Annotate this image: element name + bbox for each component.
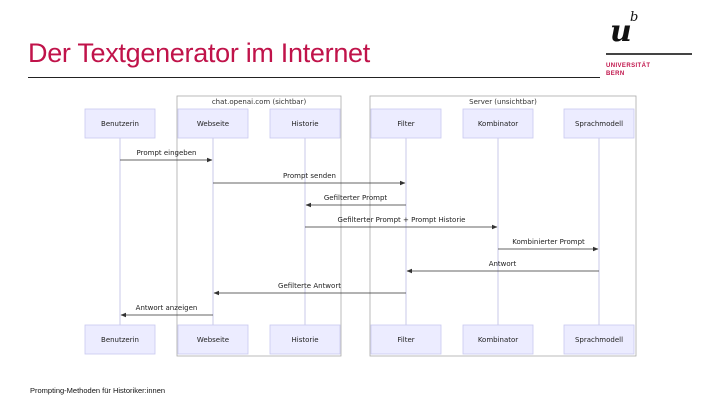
group-box xyxy=(369,95,637,357)
message-label: Prompt eingeben xyxy=(137,149,197,157)
message-label: Antwort anzeigen xyxy=(136,304,198,312)
participant-label: Historie xyxy=(291,336,318,344)
message-label: Prompt senden xyxy=(283,172,336,180)
participant-label: Kombinator xyxy=(478,336,518,344)
participant-label: Benutzerin xyxy=(101,336,139,344)
participant-box-bottom xyxy=(84,324,156,355)
participant-label: Historie xyxy=(291,120,318,128)
participant-box-top xyxy=(370,108,442,139)
message-label: Gefilterter Prompt + Prompt Historie xyxy=(338,216,466,224)
participant-label: Filter xyxy=(397,336,414,344)
participant-box-bottom xyxy=(563,324,635,355)
participant-box-top xyxy=(177,108,249,139)
participant-label: Benutzerin xyxy=(101,120,139,128)
participant-box-top xyxy=(462,108,534,139)
participant-label: Filter xyxy=(397,120,414,128)
group-box xyxy=(176,95,342,357)
participant-box-bottom xyxy=(177,324,249,355)
participant-box-top xyxy=(84,108,156,139)
title-divider xyxy=(28,77,600,78)
logo-text-line2: BERN xyxy=(606,71,625,77)
participant-label: Sprachmodell xyxy=(575,120,623,128)
participant-label: Sprachmodell xyxy=(575,336,623,344)
logo-mark: u xyxy=(610,14,632,49)
message-label: Kombinierter Prompt xyxy=(512,238,585,246)
message-label: Gefilterte Antwort xyxy=(278,282,341,290)
participant-box-top xyxy=(269,108,341,139)
message-label: Antwort xyxy=(489,260,517,268)
slide-footer: Prompting-Methoden für Historiker:innen xyxy=(30,386,166,395)
group-label: Server (unsichtbar) xyxy=(469,98,537,106)
participant-box-bottom xyxy=(462,324,534,355)
logo-text-line1: UNIVERSITÄT xyxy=(606,63,651,69)
participant-box-bottom xyxy=(269,324,341,355)
message-label: Gefilterter Prompt xyxy=(324,194,388,202)
slide-title: Der Textgenerator im Internet xyxy=(28,38,370,68)
participant-box-bottom xyxy=(370,324,442,355)
participant-label: Webseite xyxy=(197,120,229,128)
participant-label: Kombinator xyxy=(478,120,518,128)
group-label: chat.openai.com (sichtbar) xyxy=(212,98,307,106)
logo-divider xyxy=(606,53,692,55)
participant-box-top xyxy=(563,108,635,139)
university-logo: u b UNIVERSITÄT BERN xyxy=(606,8,692,78)
participant-label: Webseite xyxy=(197,336,229,344)
logo-superscript: b xyxy=(630,10,639,25)
